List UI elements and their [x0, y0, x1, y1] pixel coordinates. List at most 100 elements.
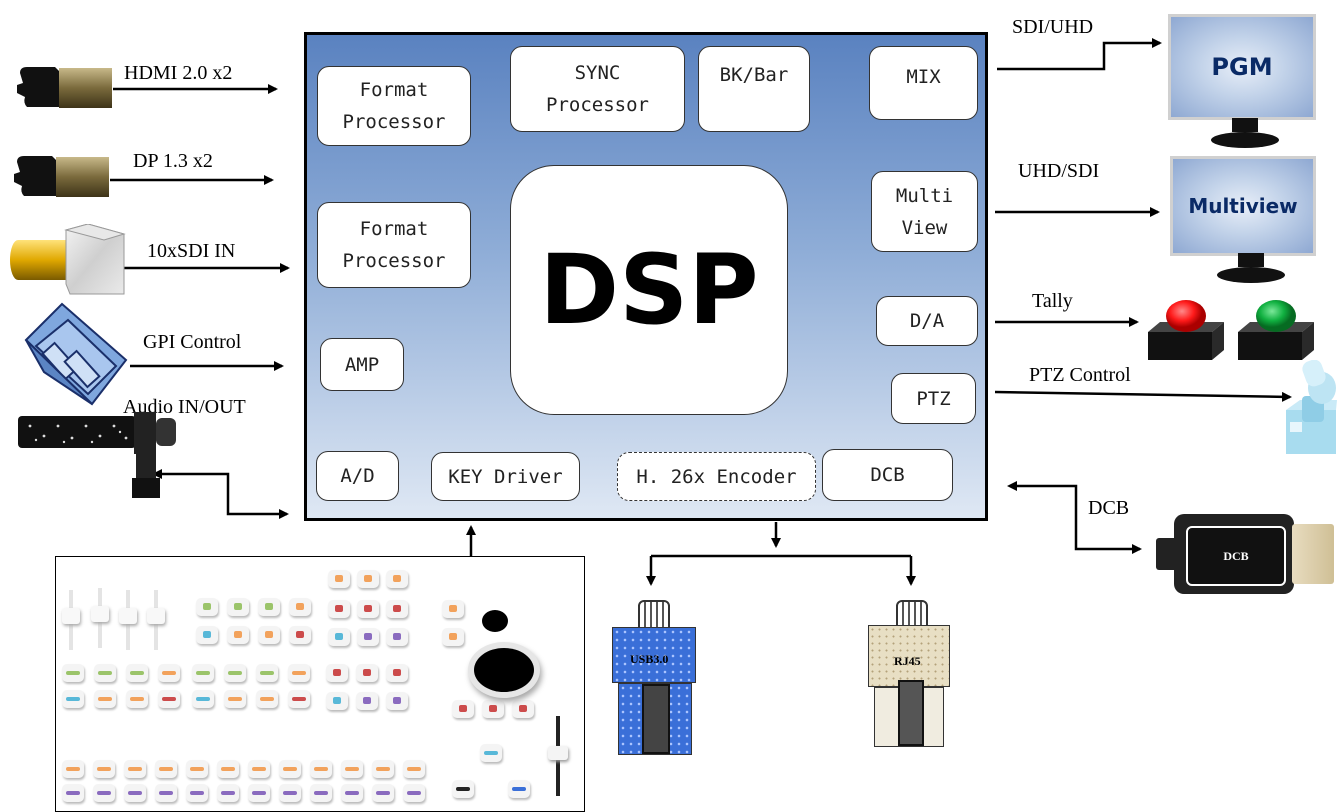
dsp-core-block[interactable]: DSP — [510, 165, 788, 415]
panel-key[interactable] — [403, 760, 425, 778]
t-bar-fader[interactable] — [548, 716, 568, 796]
fader-slider[interactable] — [147, 590, 165, 650]
hdmi-label: HDMI 2.0 x2 — [124, 62, 233, 84]
panel-key[interactable] — [224, 690, 246, 708]
joystick-knob[interactable] — [474, 648, 534, 692]
panel-key[interactable] — [155, 784, 177, 802]
panel-key[interactable] — [386, 692, 408, 710]
panel-key[interactable] — [328, 600, 350, 618]
panel-key[interactable] — [386, 664, 408, 682]
panel-key[interactable] — [356, 692, 378, 710]
panel-key[interactable] — [279, 784, 301, 802]
panel-key[interactable] — [93, 760, 115, 778]
panel-key[interactable] — [289, 626, 311, 644]
fader-slider[interactable] — [62, 590, 80, 650]
dp-label: DP 1.3 x2 — [133, 150, 213, 172]
panel-key[interactable] — [328, 628, 350, 646]
panel-key[interactable] — [124, 760, 146, 778]
panel-key[interactable] — [279, 760, 301, 778]
d-a-block[interactable]: D/A — [876, 296, 978, 346]
panel-key[interactable] — [256, 664, 278, 682]
panel-key[interactable] — [328, 570, 350, 588]
panel-key[interactable] — [442, 600, 464, 618]
dcb-device: DCB — [1156, 514, 1334, 594]
panel-key[interactable] — [62, 690, 84, 708]
panel-key[interactable] — [126, 664, 148, 682]
panel-key[interactable] — [248, 784, 270, 802]
panel-key[interactable] — [217, 784, 239, 802]
panel-key[interactable] — [196, 626, 218, 644]
panel-key[interactable] — [357, 570, 379, 588]
panel-key[interactable] — [341, 784, 363, 802]
panel-key[interactable] — [224, 664, 246, 682]
panel-key[interactable] — [310, 760, 332, 778]
panel-key[interactable] — [386, 628, 408, 646]
panel-key[interactable] — [403, 784, 425, 802]
format-processor-block-1[interactable]: Format Processor — [317, 66, 471, 146]
key-driver-block[interactable]: KEY Driver — [431, 452, 580, 501]
panel-key[interactable] — [386, 600, 408, 618]
panel-key[interactable] — [356, 664, 378, 682]
panel-key[interactable] — [126, 690, 148, 708]
panel-key[interactable] — [62, 760, 84, 778]
hdmi-connector-icon — [17, 67, 112, 108]
panel-key[interactable] — [124, 784, 146, 802]
panel-key[interactable] — [452, 700, 474, 718]
fader-slider[interactable] — [91, 588, 109, 648]
panel-key[interactable] — [196, 598, 218, 616]
panel-key[interactable] — [288, 664, 310, 682]
sdi-uhd-label: SDI/UHD — [1012, 16, 1094, 38]
bk-bar-block[interactable]: BK/Bar — [698, 46, 810, 132]
dcb-label: DCB — [1088, 497, 1130, 519]
panel-key[interactable] — [256, 690, 278, 708]
panel-key[interactable] — [248, 760, 270, 778]
panel-key[interactable] — [442, 628, 464, 646]
panel-key[interactable] — [158, 664, 180, 682]
panel-key[interactable] — [158, 690, 180, 708]
a-d-block[interactable]: A/D — [316, 451, 399, 501]
panel-key[interactable] — [62, 784, 84, 802]
panel-key[interactable] — [186, 760, 208, 778]
sdi-in-label: 10xSDI IN — [147, 240, 236, 262]
joystick-button[interactable] — [482, 610, 508, 632]
dcb-block[interactable]: DCB — [822, 449, 953, 501]
panel-key[interactable] — [357, 600, 379, 618]
panel-key[interactable] — [480, 744, 502, 762]
ptz-block[interactable]: PTZ — [891, 373, 976, 424]
panel-key[interactable] — [217, 760, 239, 778]
multi-view-block[interactable]: Multi View — [871, 171, 978, 252]
panel-key[interactable] — [482, 700, 504, 718]
panel-key[interactable] — [94, 690, 116, 708]
panel-key[interactable] — [288, 690, 310, 708]
panel-key[interactable] — [508, 780, 530, 798]
sync-processor-block[interactable]: SYNC Processor — [510, 46, 685, 132]
panel-key[interactable] — [452, 780, 474, 798]
panel-key[interactable] — [258, 626, 280, 644]
panel-key[interactable] — [357, 628, 379, 646]
panel-key[interactable] — [94, 664, 116, 682]
panel-key[interactable] — [93, 784, 115, 802]
panel-key[interactable] — [326, 664, 348, 682]
panel-key[interactable] — [310, 784, 332, 802]
panel-key[interactable] — [372, 784, 394, 802]
mix-block[interactable]: MIX — [869, 46, 978, 120]
panel-key[interactable] — [326, 692, 348, 710]
panel-key[interactable] — [192, 690, 214, 708]
panel-key[interactable] — [372, 760, 394, 778]
panel-key[interactable] — [155, 760, 177, 778]
panel-key[interactable] — [227, 598, 249, 616]
panel-key[interactable] — [341, 760, 363, 778]
panel-key[interactable] — [289, 598, 311, 616]
panel-key[interactable] — [186, 784, 208, 802]
panel-key[interactable] — [227, 626, 249, 644]
panel-key[interactable] — [192, 664, 214, 682]
fader-slider[interactable] — [119, 590, 137, 650]
multiview-monitor-stand-icon — [1217, 253, 1285, 283]
panel-key[interactable] — [386, 570, 408, 588]
panel-key[interactable] — [512, 700, 534, 718]
panel-key[interactable] — [62, 664, 84, 682]
amp-block[interactable]: AMP — [320, 338, 404, 391]
h26x-encoder-block[interactable]: H. 26x Encoder — [617, 452, 816, 501]
panel-key[interactable] — [258, 598, 280, 616]
format-processor-block-2[interactable]: Format Processor — [317, 202, 471, 288]
